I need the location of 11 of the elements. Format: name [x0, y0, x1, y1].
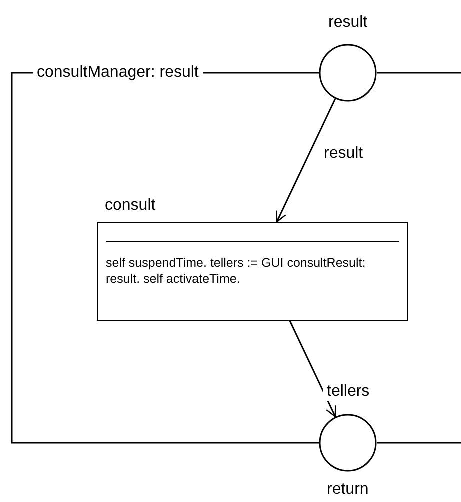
edge-label: consultManager: result	[33, 64, 203, 82]
connector-line	[377, 442, 461, 444]
port-label: return	[327, 481, 369, 499]
connector-line	[377, 72, 461, 74]
port-circle	[319, 414, 377, 472]
box-heading: consult	[105, 197, 156, 215]
method-body-text: self suspendTime. tellers := GUI consultResult: result. self activateTime.	[106, 255, 367, 287]
arrow	[276, 98, 336, 223]
port-circle	[319, 44, 377, 102]
port-label: result	[328, 14, 368, 32]
arrow	[289, 320, 336, 418]
